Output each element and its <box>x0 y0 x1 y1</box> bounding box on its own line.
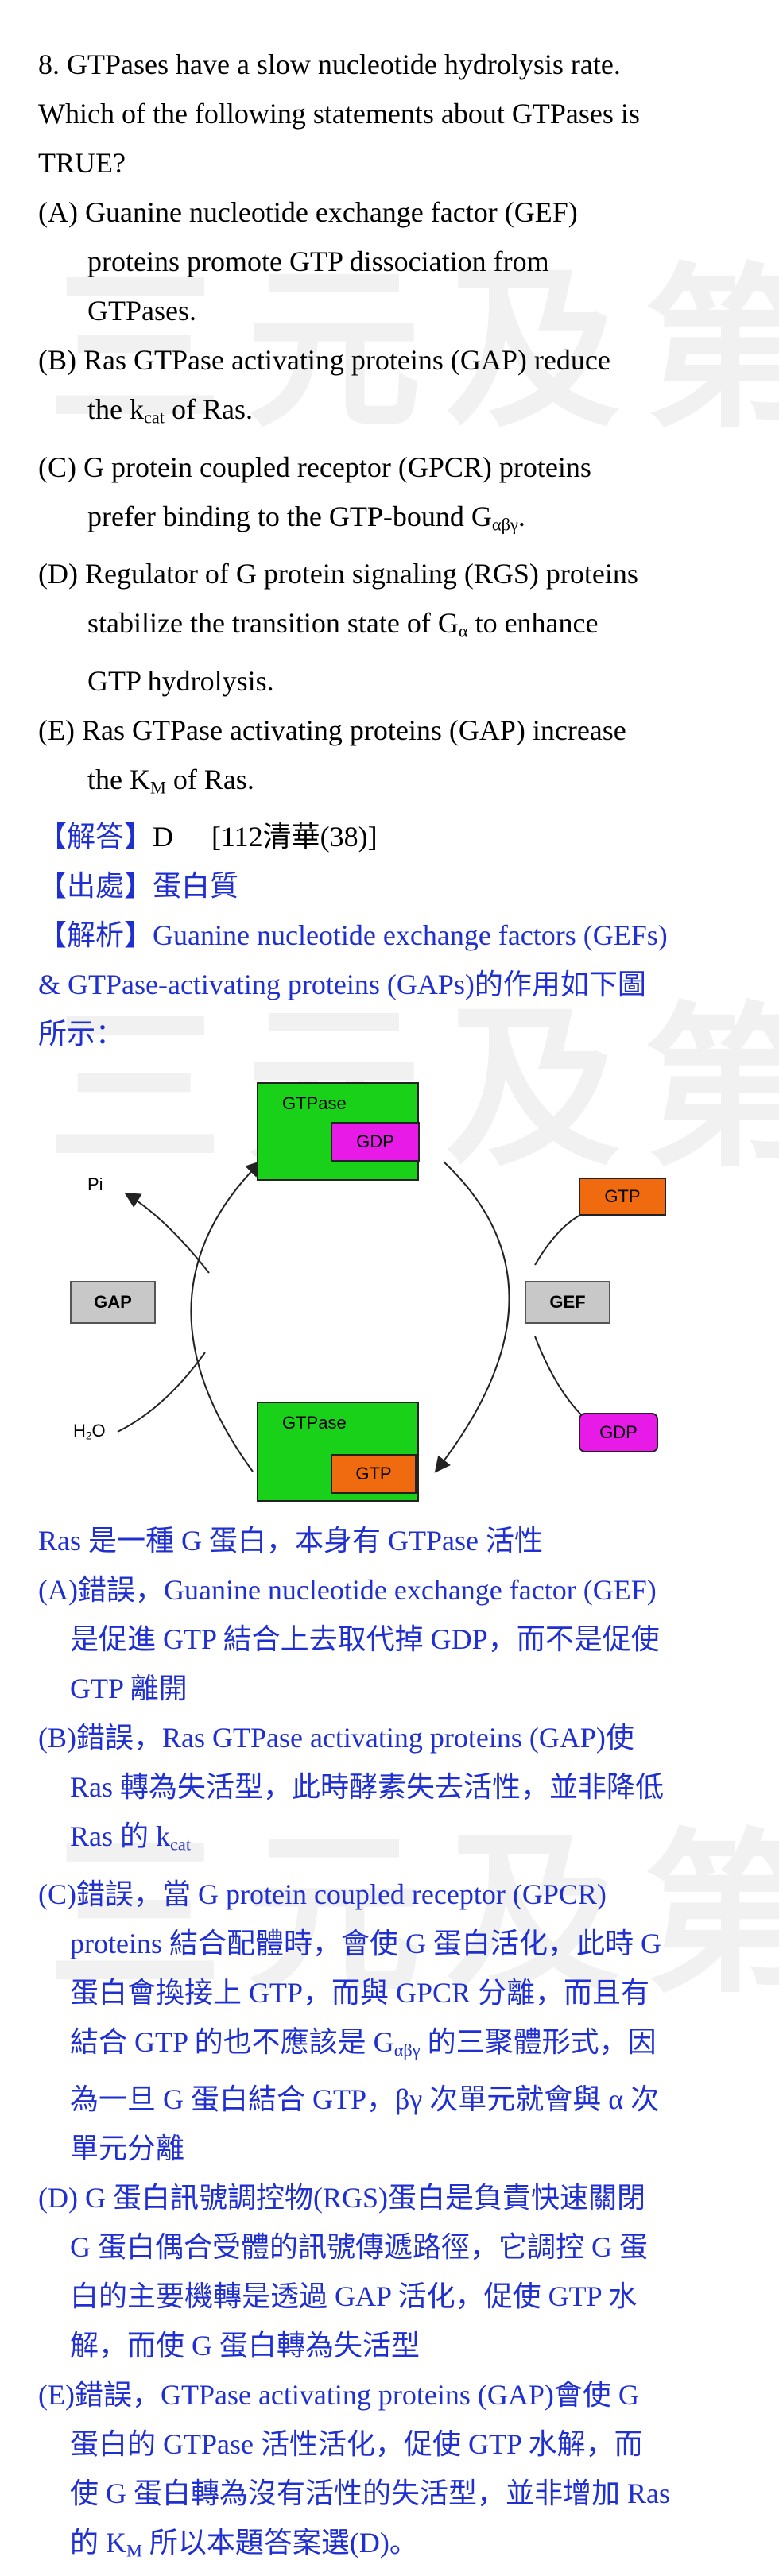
option-c: (C) G protein coupled receptor (GPCR) pr… <box>38 451 591 535</box>
option-b: (B) Ras GTPase activating proteins (GAP)… <box>38 344 610 427</box>
gdp-box-top: GDP <box>331 1122 420 1162</box>
analysis-block: 【解析】Guanine nucleotide exchange factors … <box>38 919 668 1050</box>
arrow-gtpase-gdp-to-gtp <box>434 1161 510 1473</box>
document-body: 8. GTPases have a slow nucleotide hydrol… <box>38 40 754 2576</box>
origin-line: 【出處】蛋白質 <box>38 870 239 903</box>
arrow-take-up-h2o <box>117 1352 206 1433</box>
option-a: (A) Guanine nucleotide exchange factor (… <box>38 196 578 327</box>
option-e: (E) Ras GTPase activating proteins (GAP)… <box>38 714 626 798</box>
watermark: 三元及第 <box>48 248 779 451</box>
explanation-d: (D) G 蛋白訊號調控物(RGS)蛋白是負責快速關閉 G 蛋白偶合受體的訊號傳… <box>38 2182 648 2362</box>
arrow-release-pi <box>124 1193 210 1274</box>
h2o-label: H2O <box>73 1421 106 1442</box>
gtpase-cycle-diagram: GTPase GDP Pi GTP GAP GEF H2O GDP GTPase… <box>38 1058 754 1527</box>
arrow-gtpase-gtp-to-gdp <box>190 1160 262 1472</box>
gdp-box-right: GDP <box>579 1413 658 1453</box>
explanation-c: (C)錯誤，當 G protein coupled receptor (GPCR… <box>38 1878 661 2165</box>
answer-line: 【解答】D[112清華(38)] <box>38 821 378 853</box>
arrow-take-up-gtp <box>534 1209 595 1266</box>
question-stem: 8. GTPases have a slow nucleotide hydrol… <box>38 48 640 179</box>
gef-box: GEF <box>525 1281 610 1325</box>
explanation-block: Ras 是一種 G 蛋白，本身有 GTPase 活性 (A)錯誤，Guanine… <box>38 1516 754 2576</box>
explanation-a: (A)錯誤，Guanine nucleotide exchange factor… <box>38 1574 660 1705</box>
gtp-box-bottom: GTP <box>331 1454 417 1495</box>
explanation-e: (E)錯誤，GTPase activating proteins (GAP)會使… <box>38 2379 670 2562</box>
gap-box: GAP <box>70 1281 156 1325</box>
watermark: 三元及第 <box>48 1813 779 2017</box>
explanation-b: (B)錯誤，Ras GTPase activating proteins (GA… <box>38 1722 665 1855</box>
option-d: (D) Regulator of G protein signaling (RG… <box>38 558 638 697</box>
gtp-box-right: GTP <box>579 1178 666 1216</box>
pi-label: Pi <box>87 1174 103 1195</box>
